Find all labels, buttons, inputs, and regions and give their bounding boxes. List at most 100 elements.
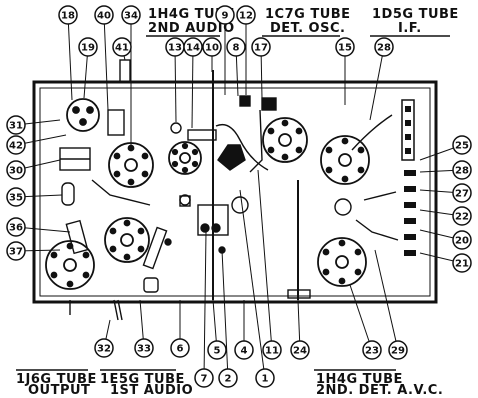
callout-circle-c25 (452, 135, 472, 155)
callout-c33: 33 (137, 344, 151, 355)
leader-line-c23 (349, 284, 373, 351)
callout-circle-c31 (6, 115, 26, 135)
callout-circle-c42 (6, 135, 26, 155)
callout-c35: 35 (9, 193, 23, 204)
callout-circle-c35 (6, 187, 26, 207)
callout-circle-c23 (362, 340, 382, 360)
speaker-socket (66, 98, 100, 132)
callout-circle-c19 (78, 37, 98, 57)
callout-circle-c24 (290, 340, 310, 360)
label-1d5g-top-line1: 1D5G TUBE (372, 7, 459, 22)
callout-c4: 4 (241, 346, 248, 357)
callout-circle-c5 (207, 340, 227, 360)
callout-circle-c11 (262, 340, 282, 360)
callout-c40: 40 (97, 11, 111, 22)
callout-circle-c15 (335, 37, 355, 57)
callout-c41: 41 (115, 43, 129, 54)
callout-circle-c32 (94, 338, 114, 358)
callout-circle-c10 (202, 37, 222, 57)
callout-circle-c34 (121, 5, 141, 25)
callout-circle-c33 (134, 338, 154, 358)
callout-c17: 17 (254, 43, 268, 54)
callout-c13: 13 (168, 43, 182, 54)
tube-socket-1d5g (320, 135, 370, 185)
callout-circle-c37 (6, 241, 26, 261)
leader-line-c29 (374, 249, 399, 351)
callout-circle-c14 (183, 37, 203, 57)
callout-c6: 6 (177, 344, 184, 355)
callout-c23: 23 (365, 346, 379, 357)
callout-c5: 5 (214, 346, 221, 357)
label-1h4g-top-line1: 1H4G TUBE (148, 7, 235, 22)
label-1c7g-top: 1C7G TUBE DET. OSC. (262, 7, 351, 37)
leader-line-c28top (369, 46, 385, 121)
leader-line-c40 (103, 14, 109, 111)
label-1c7g-top-line2: DET. OSC. (270, 21, 345, 36)
callout-circle-c8 (226, 37, 246, 57)
label-1e5g-line1: 1E5G TUBE (100, 372, 185, 387)
callout-c24: 24 (293, 346, 307, 357)
callout-circle-c36 (6, 217, 26, 237)
callout-circle-c20 (452, 230, 472, 250)
terminal-strip (401, 99, 416, 256)
callout-circle-c28r (452, 160, 472, 180)
label-1h4g-top: 1H4G TUBE 2ND AUDIO (146, 7, 235, 37)
callout-c31: 31 (9, 121, 23, 132)
callout-circle-c41 (112, 37, 132, 57)
tube-socket-1j6g (45, 240, 95, 290)
leader-line-c11 (257, 169, 273, 351)
tube-socket-1e5g-upper (108, 142, 154, 188)
label-1j6g-bottom: 1J6G TUBE OUTPUT (16, 369, 97, 398)
label-1e5g-bottom: 1E5G TUBE 1ST AUDIO (100, 369, 193, 398)
label-1d5g-top-line2: I.F. (398, 21, 422, 36)
chassis-frame (32, 80, 438, 304)
callout-circle-c18 (58, 5, 78, 25)
callout-c36: 36 (9, 223, 23, 234)
callout-circle-c4 (234, 340, 254, 360)
callout-c14: 14 (186, 43, 200, 54)
callout-circle-c30 (6, 160, 26, 180)
label-1c7g-top-line1: 1C7G TUBE (265, 7, 351, 22)
callout-c7: 7 (201, 374, 208, 385)
callout-c22: 22 (455, 212, 469, 223)
callout-c19: 19 (81, 43, 95, 54)
callout-circle-c40 (94, 5, 114, 25)
callout-c27: 27 (455, 189, 469, 200)
callout-circle-c27 (452, 183, 472, 203)
label-1j6g-line1: 1J6G TUBE (16, 372, 97, 387)
leader-line-c13 (174, 46, 177, 123)
callout-circle-c1 (255, 368, 275, 388)
tube-socket-1h4g-audio (168, 141, 202, 175)
tube-socket-1c7g (262, 117, 308, 163)
callout-circle-c17 (251, 37, 271, 57)
callout-circle-c12 (236, 5, 256, 25)
callout-c28top: 28 (377, 43, 391, 54)
leader-line-c7 (203, 231, 207, 379)
leader-line-c1 (239, 189, 266, 379)
callout-c28r: 28 (455, 166, 469, 177)
tube-socket-1e5g (104, 217, 150, 263)
callout-c8: 8 (233, 43, 240, 54)
callout-c10: 10 (205, 43, 219, 54)
callout-circle-c21 (452, 253, 472, 273)
callout-c1: 1 (262, 374, 269, 385)
callout-c34: 34 (124, 11, 138, 22)
callout-c2: 2 (225, 374, 232, 385)
callout-circle-c2 (218, 368, 238, 388)
callout-c30: 30 (9, 166, 23, 177)
callout-c25: 25 (455, 141, 469, 152)
wiring (59, 59, 399, 321)
label-1j6g-line2: OUTPUT (28, 383, 90, 394)
callout-c18: 18 (61, 11, 75, 22)
label-1h4g-top-line2: 2ND AUDIO (148, 21, 235, 36)
callout-circle-c22 (452, 206, 472, 226)
callout-c11: 11 (265, 346, 279, 357)
leader-line-c14 (191, 46, 194, 129)
callout-c37: 37 (9, 247, 23, 258)
label-1e5g-line2: 1ST AUDIO (110, 383, 193, 394)
callout-c21: 21 (455, 259, 469, 270)
callout-circle-c7 (194, 368, 214, 388)
tube-socket-1h4g-avc (317, 237, 367, 287)
